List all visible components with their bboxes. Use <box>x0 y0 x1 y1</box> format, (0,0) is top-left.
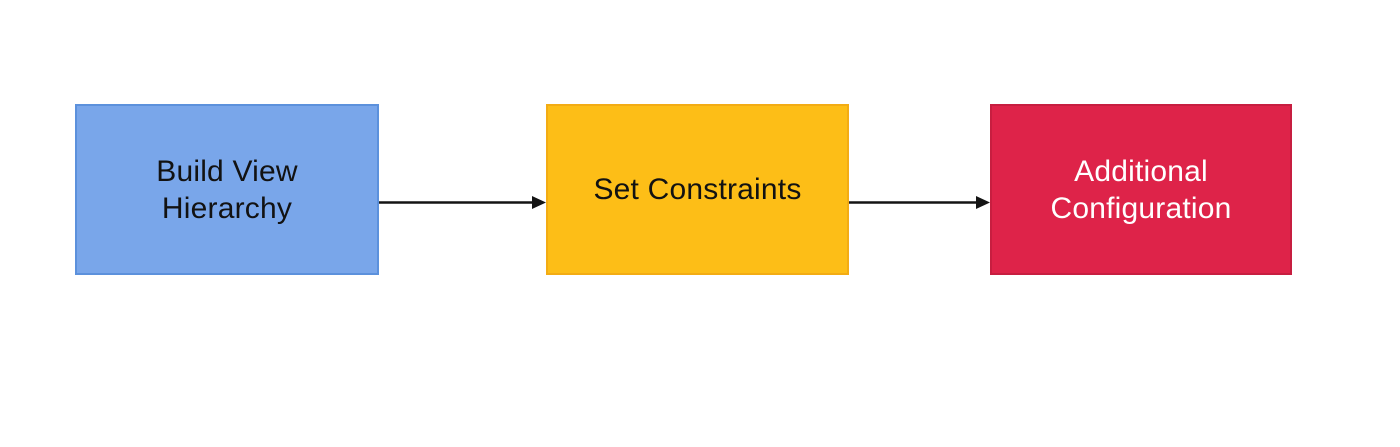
node-additional-configuration: Additional Configuration <box>990 104 1292 275</box>
node-label-line: Hierarchy <box>161 191 293 225</box>
node-set-constraints: Set Constraints <box>546 104 849 275</box>
node-build-view-hierarchy: Build View Hierarchy <box>75 104 379 275</box>
node-label-line: Additional <box>1074 154 1208 188</box>
arrow-constraints-to-configuration <box>849 196 990 209</box>
node-label-line: Set Constraints <box>593 173 802 206</box>
arrowhead-icon <box>532 196 546 209</box>
arrowhead-icon <box>976 196 990 209</box>
node-label-line: Build View <box>156 154 298 188</box>
arrow-build-to-constraints <box>379 196 546 209</box>
node-label-line: Configuration <box>1050 191 1232 225</box>
